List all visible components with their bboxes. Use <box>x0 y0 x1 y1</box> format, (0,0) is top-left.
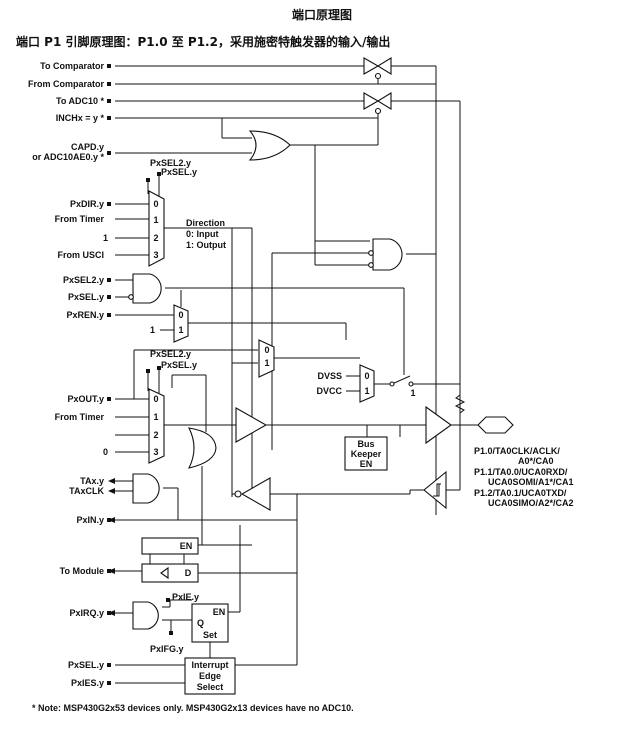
pin-label-3: P1.1/TA0.0/UCA0RXD/ <box>474 467 568 477</box>
label-pxsel-b: PxSEL.y <box>68 292 104 302</box>
label-switch-one: 1 <box>410 388 415 398</box>
pin-label-5: P1.2/TA0.1/UCA0TXD/ <box>474 488 567 498</box>
label-direction: Direction <box>186 218 225 228</box>
direction-select-mux <box>133 339 360 399</box>
flag-q: Q <box>197 618 204 628</box>
label-from-usci: From USCI <box>57 250 104 260</box>
ren-mux-1: 1 <box>178 325 183 335</box>
out-mux-2: 2 <box>153 430 158 440</box>
label-taxclk: TAxCLK <box>69 486 104 496</box>
pin-label-6: UCA0SIMO/A2*/CA2 <box>488 498 574 508</box>
pin-pad <box>477 416 514 434</box>
pull-mux-0: 0 <box>364 371 369 381</box>
dir-mux-3: 3 <box>153 250 158 260</box>
out-mux-1: 1 <box>153 412 158 422</box>
label-pxout: PxOUT.y <box>67 394 104 404</box>
analog-section <box>115 57 461 515</box>
pullup-mux <box>115 290 347 343</box>
latch-d: D <box>185 568 192 578</box>
input-buffer <box>232 477 411 655</box>
diagram-subtitle: 端口 P1 引脚原理图：P1.0 至 P1.2，采用施密特触发器的输入/输出 <box>16 35 391 49</box>
label-pxsel-a: PxSEL.y <box>161 167 197 177</box>
dir-mux-2: 2 <box>153 233 158 243</box>
label-zero-a: 0 <box>103 447 108 457</box>
label-from-timer-b: From Timer <box>55 412 105 422</box>
signal-labels: To Comparator From Comparator To ADC10 *… <box>28 61 416 688</box>
label-tax: TAx.y <box>80 476 104 486</box>
pin-label-1: P1.0/TA0CLK/ACLK/ <box>474 446 560 456</box>
module-latch <box>108 537 297 583</box>
bus-keeper-line2: Keeper <box>351 449 382 459</box>
label-to-comparator: To Comparator <box>40 61 104 71</box>
or-gate-output <box>171 374 217 545</box>
label-pxsel2-c: PxSEL2.y <box>150 349 191 359</box>
irq-and-gate <box>108 599 192 630</box>
latch-en: EN <box>180 541 193 551</box>
label-capd: CAPD.y <box>71 142 104 152</box>
label-pxsel2-a: PxSEL2.y <box>150 158 191 168</box>
page-title: 端口原理图 <box>291 8 352 22</box>
transmission-gate-comparator <box>363 57 392 80</box>
dir-mux-1: 1 <box>153 215 158 225</box>
bus-keeper-line1: Bus <box>357 439 374 449</box>
label-dvss: DVSS <box>317 371 342 381</box>
sel-mux-0: 0 <box>264 345 269 355</box>
and-gate-output-enable <box>271 238 436 450</box>
interrupt-flag <box>170 603 240 658</box>
edge-select-line3: Select <box>197 682 224 692</box>
or-gate-analog-enable <box>248 130 291 161</box>
output-mux <box>115 368 236 464</box>
mux-pin-labels: 0 1 2 3 0 1 0 1 0 1 0 1 2 3 <box>153 199 369 457</box>
label-pxies: PxIES.y <box>71 678 104 688</box>
pin-label-4: UCA0SOMI/A1*/CA1 <box>488 477 574 487</box>
label-pxren: PxREN.y <box>66 310 104 320</box>
input-schmitt-trigger <box>410 425 461 510</box>
pull-resistor-mux <box>346 364 460 403</box>
sel-mux-1: 1 <box>264 358 269 368</box>
and-gate-sel <box>115 273 405 375</box>
label-pxsel2-b: PxSEL2.y <box>63 275 104 285</box>
label-inchx: INCHx = y * <box>56 113 105 123</box>
label-pxie: PxIE.y <box>172 592 199 602</box>
label-from-comparator: From Comparator <box>28 79 105 89</box>
pull-mux-1: 1 <box>364 386 369 396</box>
ren-mux-0: 0 <box>178 310 183 320</box>
out-mux-3: 3 <box>153 447 158 457</box>
edge-select-line2: Edge <box>199 671 221 681</box>
label-pxsel-c: PxSEL.y <box>161 360 197 370</box>
pull-resistor <box>454 384 466 425</box>
flag-set: Set <box>203 630 217 640</box>
bus-keeper <box>344 425 401 471</box>
interrupt-edge-select <box>115 525 298 695</box>
block-labels: EN D EN Q Set Bus Keeper EN Interrupt Ed… <box>180 439 382 692</box>
and-gate-timer-input <box>108 473 179 520</box>
label-adc10ae0: or ADC10AE0.y * <box>32 152 104 162</box>
flag-en: EN <box>213 607 226 617</box>
dir-mux-0: 0 <box>153 199 158 209</box>
label-dvcc: DVCC <box>316 386 342 396</box>
label-from-timer-a: From Timer <box>55 214 105 224</box>
label-to-module: To Module <box>60 566 104 576</box>
out-mux-0: 0 <box>153 394 158 404</box>
label-to-adc10: To ADC10 * <box>56 96 105 106</box>
pin-label-2: A0*/CA0 <box>518 456 554 466</box>
pin-function-labels: P1.0/TA0CLK/ACLK/ A0*/CA0 P1.1/TA0.0/UCA… <box>474 446 574 508</box>
label-direction-input: 0: Input <box>186 229 219 239</box>
label-direction-output: 1: Output <box>186 240 226 250</box>
footnote: * Note: MSP430G2x53 devices only. MSP430… <box>32 703 354 713</box>
label-pxsel-d: PxSEL.y <box>68 660 104 670</box>
pxin-line <box>108 517 297 523</box>
edge-select-line1: Interrupt <box>192 660 229 670</box>
output-driver <box>425 254 478 445</box>
label-one-a: 1 <box>103 233 108 243</box>
bus-keeper-line3: EN <box>360 459 373 469</box>
label-pxdir: PxDIR.y <box>70 199 104 209</box>
label-one-b: 1 <box>150 325 155 335</box>
label-pxirq: PxIRQ.y <box>69 608 104 618</box>
label-pxin: PxIN.y <box>76 515 104 525</box>
label-pxifg: PxIFG.y <box>150 644 184 654</box>
output-buffer-1 <box>235 407 426 443</box>
transmission-gate-adc <box>363 92 392 115</box>
